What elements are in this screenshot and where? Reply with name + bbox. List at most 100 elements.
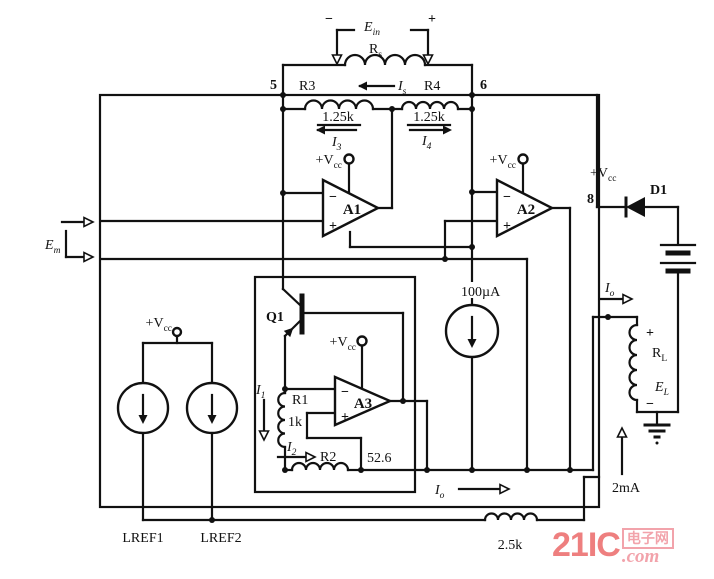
loop-current-label: 2mA xyxy=(612,481,641,496)
diode-d1 xyxy=(624,196,645,218)
watermark-brand: 21IC xyxy=(552,526,621,564)
a3-label: A3 xyxy=(354,396,372,412)
current-source-ref1 xyxy=(116,381,170,435)
resistor-r4-coil xyxy=(400,100,460,111)
annotation-arrows xyxy=(60,54,634,495)
rspan-label: 2.5k xyxy=(498,538,523,553)
pin8-vcc-label: +Vcc xyxy=(590,166,616,184)
bias-arrow xyxy=(467,339,477,348)
r4-label: R4 xyxy=(424,79,440,94)
r1-label: R1 xyxy=(292,393,308,408)
rl-label: RL xyxy=(652,346,667,364)
io-top-label: Io xyxy=(604,281,615,299)
output-stage-box xyxy=(253,275,417,494)
junction-dots xyxy=(209,92,611,523)
i1-label: I1 xyxy=(255,383,265,401)
ref2-arrow xyxy=(207,415,217,424)
a1-vcc-label: +Vcc xyxy=(316,153,342,171)
r3-label: R3 xyxy=(299,79,315,94)
r1-value-label: 1k xyxy=(288,415,302,430)
ref1-arrow xyxy=(138,415,148,424)
load-minus-label: − xyxy=(646,397,654,412)
a1-plus-label: + xyxy=(329,219,337,234)
ic-outline-box xyxy=(98,93,601,509)
resistor-rs-coil xyxy=(343,53,427,67)
resistor-rl-coil xyxy=(628,323,639,402)
is-arrow xyxy=(358,81,367,91)
is-label: Is xyxy=(397,79,407,97)
d1-triangle xyxy=(626,197,645,217)
em-top-arrow xyxy=(83,216,95,228)
ground-symbol xyxy=(643,410,671,445)
a3-plus-label: + xyxy=(341,410,349,425)
r2-label: R2 xyxy=(320,450,336,465)
current-source-ref2 xyxy=(185,381,239,435)
i3-arrow xyxy=(316,125,325,135)
io-top-arrow xyxy=(622,293,634,305)
em-bottom-arrow xyxy=(83,251,95,263)
wires xyxy=(99,28,680,522)
i1-arrow xyxy=(258,430,270,442)
a2-vcc-label: +Vcc xyxy=(490,153,516,171)
resistor-r3-coil xyxy=(303,99,375,111)
transistor-q1 xyxy=(283,293,305,338)
r3-value-label: 1.25k xyxy=(322,110,354,125)
opamp-a3 xyxy=(333,335,394,427)
ein-minus-arrow xyxy=(331,54,343,66)
a1-vcc-terminal xyxy=(343,153,355,165)
a3-vcc-terminal xyxy=(356,335,368,347)
ein-minus-label: − xyxy=(325,12,333,27)
ein-plus-label: + xyxy=(428,12,436,27)
a3-minus-label: − xyxy=(341,385,349,400)
opamp-a2 xyxy=(495,153,555,238)
pin5-label: 5 xyxy=(270,78,277,93)
i4-arrow xyxy=(443,125,452,135)
opamp-a1-triangle xyxy=(321,178,381,238)
i2-arrow xyxy=(305,451,317,463)
opamp-a2-triangle xyxy=(495,178,555,238)
ein-label: Ein xyxy=(363,20,380,38)
a1-minus-label: − xyxy=(329,190,337,205)
watermark: 21IC 电子网 .com xyxy=(552,528,674,568)
a2-vcc-terminal xyxy=(517,153,529,165)
a2-minus-label: − xyxy=(503,190,511,205)
current-source-bias xyxy=(444,303,500,359)
d1-label: D1 xyxy=(650,183,667,198)
watermark-com: .com xyxy=(621,546,660,567)
i4-label: I4 xyxy=(421,134,432,152)
em-label: Em xyxy=(44,238,61,256)
a2-label: A2 xyxy=(517,202,535,218)
ein-plus-arrow xyxy=(422,54,434,66)
ref1-label: LREF1 xyxy=(122,531,163,546)
a2-plus-label: + xyxy=(503,219,511,234)
i2-label: I2 xyxy=(286,440,297,458)
opamp-a1 xyxy=(321,153,381,238)
ref2-label: LREF2 xyxy=(200,531,241,546)
i3-label: I3 xyxy=(331,135,342,153)
q1-label: Q1 xyxy=(266,310,284,325)
resistor-r2-coil xyxy=(290,461,350,472)
bias-label: 100µA xyxy=(461,285,501,300)
watermark-cn-badge: 电子网 xyxy=(621,528,674,549)
rgain-label: 52.6 xyxy=(367,451,392,466)
battery xyxy=(659,243,697,274)
io-bottom-arrow xyxy=(499,483,511,495)
opamp-a3-triangle xyxy=(333,375,394,427)
pin6-label: 6 xyxy=(480,78,487,93)
ref-vcc-terminal xyxy=(171,326,183,338)
loop-current-arrow xyxy=(616,426,628,438)
labels: − + Ein Rs 5 6 R3 R4 Is 1.25k 1.25k I3 I… xyxy=(44,12,669,553)
a1-label: A1 xyxy=(343,202,361,218)
rs-label: Rs xyxy=(369,42,382,60)
bias-label-bg xyxy=(458,282,524,298)
el-label: EL xyxy=(654,380,669,398)
resistor-span-coil xyxy=(483,512,539,522)
r4-value-label: 1.25k xyxy=(413,110,445,125)
load-plus-label: + xyxy=(646,326,654,341)
resistor-r1-coil xyxy=(277,391,287,449)
a3-vcc-label: +Vcc xyxy=(330,335,356,353)
ref-vcc-label: +Vcc xyxy=(146,316,172,334)
io-bottom-label: Io xyxy=(434,483,445,501)
